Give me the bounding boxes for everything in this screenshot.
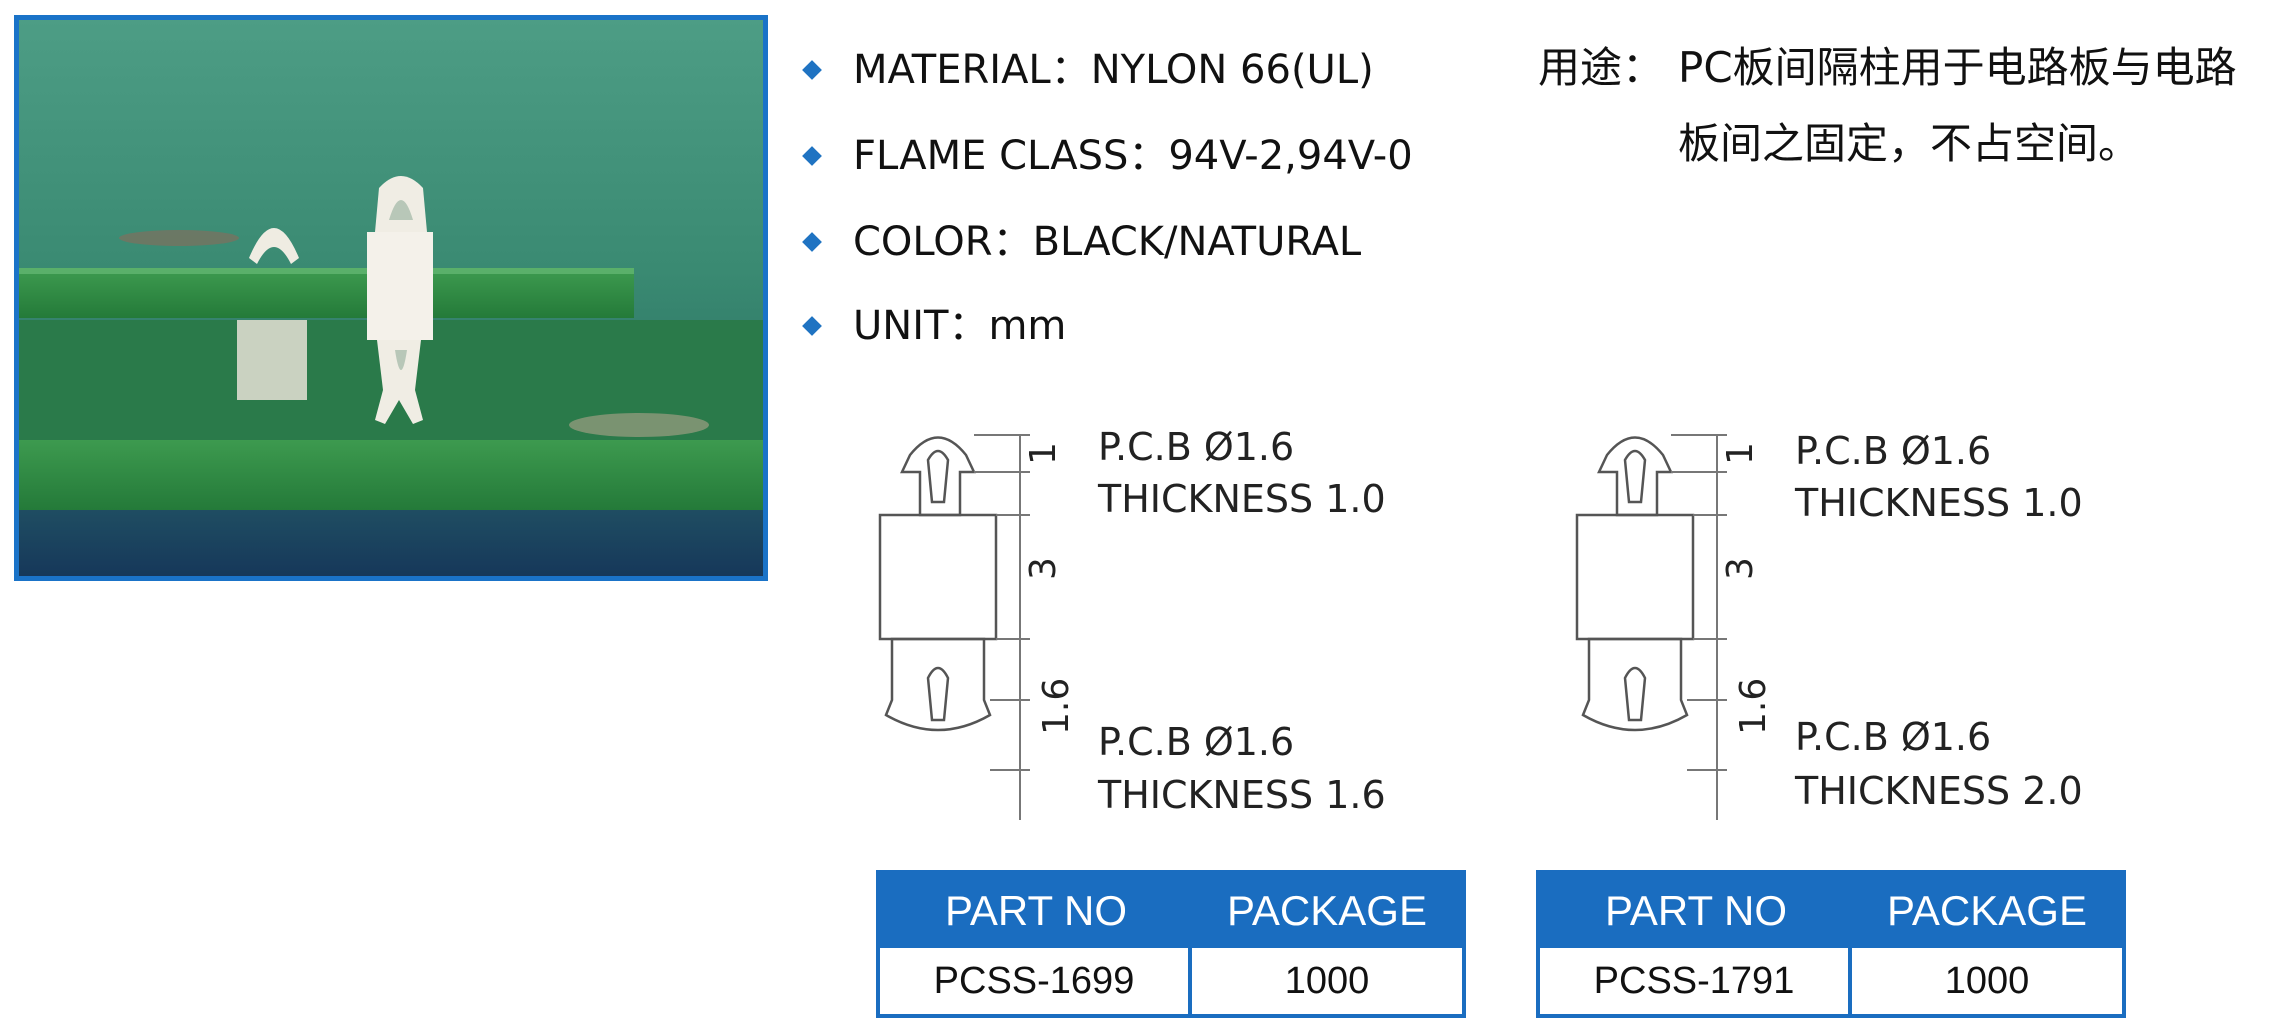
- product-photo: [14, 15, 768, 581]
- spec-label: COLOR: [853, 219, 993, 265]
- dimension-lines: [1671, 434, 1727, 820]
- dim-bottom: 1.6: [1036, 678, 1077, 735]
- bottom-pcb-label: P.C.B Ø1.6: [1795, 715, 1991, 759]
- spec-item-flame-class: FLAME CLASS：94V-2,94V-0: [802, 126, 1413, 196]
- diamond-bullet-icon: [802, 146, 822, 166]
- top-pcb-label: P.C.B Ø1.6: [1795, 429, 1991, 473]
- technical-drawing-1: 1 3 1.6 P.C.B Ø1.6 THICKNESS 1.0 P.C.B Ø…: [870, 400, 1430, 820]
- header-part-no: PART NO: [1540, 874, 1852, 948]
- spec-value: mm: [988, 303, 1067, 349]
- header-part-no: PART NO: [880, 874, 1192, 948]
- spec-value: BLACK/NATURAL: [1032, 219, 1362, 265]
- top-pcb-label: P.C.B Ø1.6: [1098, 425, 1294, 469]
- bottom-thickness-label: THICKNESS 1.6: [1097, 773, 1386, 817]
- dim-top: 1: [1720, 442, 1761, 465]
- bottom-thickness-label: THICKNESS 2.0: [1794, 769, 2083, 813]
- diamond-bullet-icon: [802, 232, 822, 252]
- spec-label: MATERIAL: [853, 47, 1051, 93]
- top-thickness-label: THICKNESS 1.0: [1097, 477, 1386, 521]
- top-thickness-label: THICKNESS 1.0: [1794, 481, 2083, 525]
- cell-part-no: PCSS-1699: [880, 948, 1192, 1014]
- technical-drawing-2: 1 3 1.6 P.C.B Ø1.6 THICKNESS 1.0 P.C.B Ø…: [1567, 400, 2127, 820]
- diamond-bullet-icon: [802, 60, 822, 80]
- spacer-outline: [878, 436, 998, 732]
- dim-mid: 3: [1720, 557, 1761, 580]
- usage-label: 用途：: [1538, 43, 1665, 92]
- spec-item-material: MATERIAL：NYLON 66(UL): [802, 40, 1374, 110]
- header-package: PACKAGE: [1852, 874, 2122, 948]
- spacer-drawing: 1 3 1.6 P.C.B Ø1.6 THICKNESS 1.0 P.C.B Ø…: [1575, 429, 2083, 820]
- usage-text: PC板间隔柱用于电路板与电路板间之固定，不占空间。: [1678, 43, 2237, 168]
- dim-bottom: 1.6: [1733, 678, 1774, 735]
- cell-part-no: PCSS-1791: [1540, 948, 1852, 1014]
- header-package: PACKAGE: [1192, 874, 1462, 948]
- spec-item-color: COLOR：BLACK/NATURAL: [802, 212, 1362, 282]
- cell-package: 1000: [1852, 948, 2122, 1014]
- spec-value: NYLON 66(UL): [1090, 47, 1374, 93]
- product-photo-illustration: [19, 20, 763, 576]
- spec-item-unit: UNIT：mm: [802, 296, 1067, 366]
- dim-top: 1: [1023, 442, 1064, 465]
- spec-separator: ：: [1050, 47, 1091, 93]
- spacer-drawing: 1 3 1.6 P.C.B Ø1.6 THICKNESS 1.0 P.C.B Ø…: [878, 425, 1386, 820]
- spec-separator: ：: [948, 303, 989, 349]
- spacer-outline: [1575, 436, 1695, 732]
- cell-package: 1000: [1192, 948, 1462, 1014]
- part-table-1: PART NO PACKAGE PCSS-1699 1000: [876, 870, 1466, 1018]
- part-table-2: PART NO PACKAGE PCSS-1791 1000: [1536, 870, 2126, 1018]
- spec-separator: ：: [992, 219, 1033, 265]
- diamond-bullet-icon: [802, 316, 822, 336]
- dim-mid: 3: [1023, 557, 1064, 580]
- spec-separator: ：: [1128, 133, 1169, 179]
- spec-label: UNIT: [853, 303, 949, 349]
- dimension-lines: [974, 434, 1030, 820]
- bottom-pcb-label: P.C.B Ø1.6: [1098, 720, 1294, 764]
- spec-label: FLAME CLASS: [853, 133, 1129, 179]
- spec-value: 94V-2,94V-0: [1168, 133, 1413, 179]
